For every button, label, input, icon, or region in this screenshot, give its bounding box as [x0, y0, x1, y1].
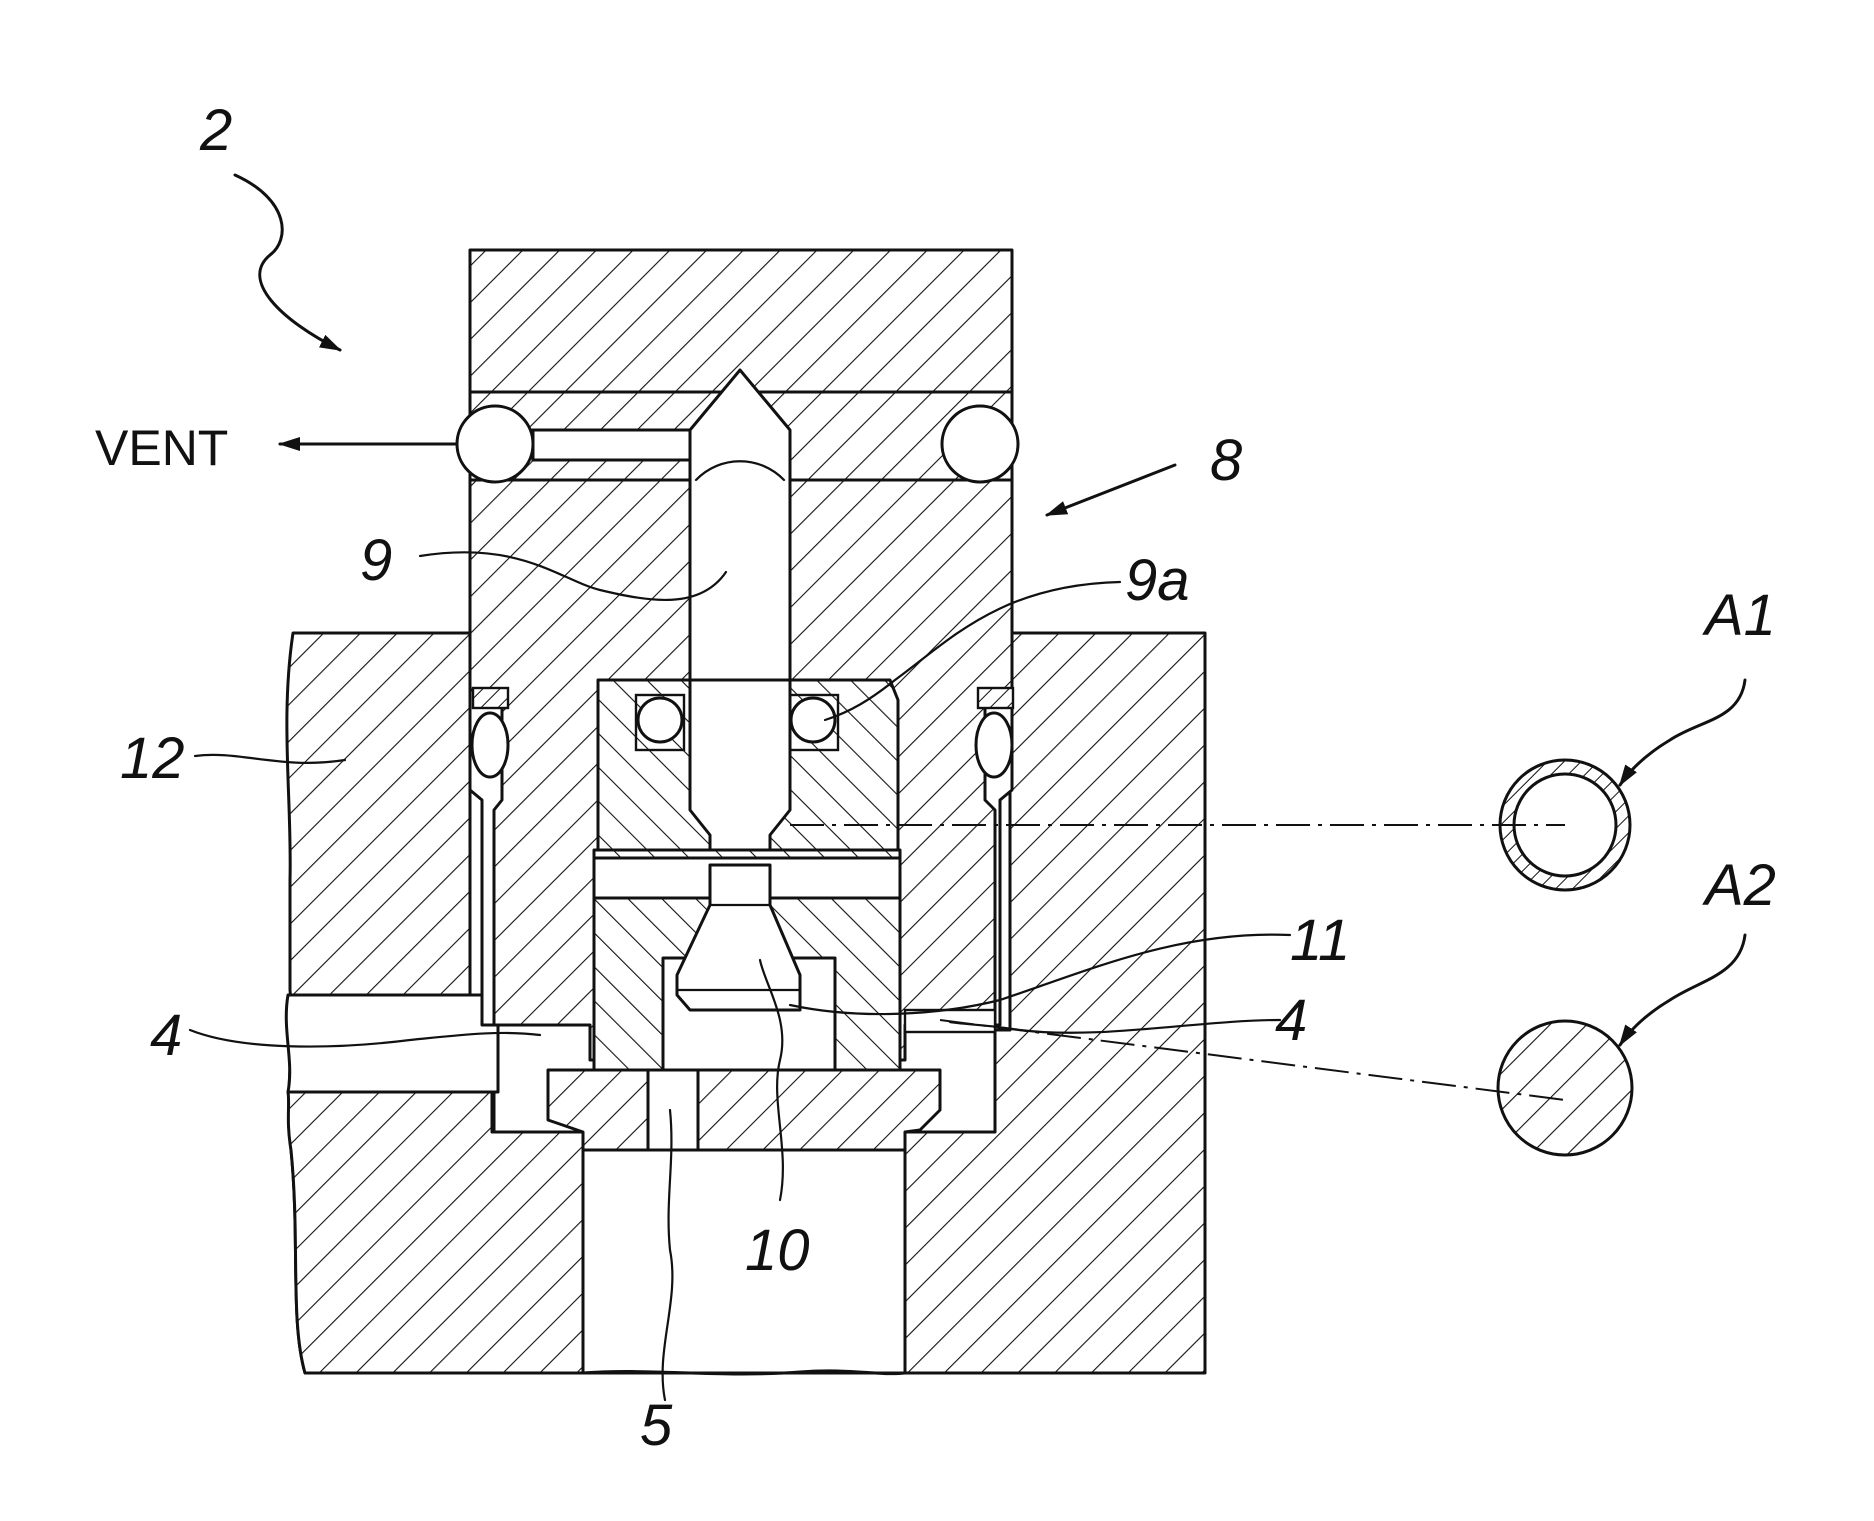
- right-backup-ring: [978, 688, 1013, 708]
- label-passage-right: 4: [1275, 988, 1307, 1053]
- left-backup-ring: [473, 688, 508, 708]
- section-a2-solid: [1498, 1021, 1632, 1155]
- retainer-orifice: [648, 1070, 698, 1150]
- cap-oring-left: [457, 406, 533, 482]
- label-section-a2: A2: [1702, 853, 1776, 918]
- ball-left: [638, 698, 682, 742]
- label-ball: 9a: [1125, 548, 1190, 613]
- right-oring: [976, 713, 1012, 777]
- inlet-bore: [583, 1132, 905, 1373]
- label-vent: VENT: [95, 420, 228, 476]
- label-valve-head: 10: [745, 1218, 810, 1283]
- label-section-a1: A1: [1702, 583, 1776, 648]
- cap-oring-right: [942, 406, 1018, 482]
- label-bore: 9: [360, 528, 392, 593]
- label-inlet: 5: [640, 1393, 673, 1458]
- leader-valve-unit-arrow: [1047, 465, 1175, 515]
- label-valve-unit: 8: [1210, 428, 1242, 493]
- leader-a1-arrow: [1620, 680, 1745, 785]
- label-seat-member: 11: [1290, 908, 1350, 973]
- leader-assembly-arrow: [235, 175, 340, 350]
- vent-passage: [533, 430, 693, 460]
- left-oring: [472, 713, 508, 777]
- label-passage-left: 4: [150, 1003, 182, 1068]
- retainer-plate: [548, 1070, 940, 1150]
- body-left-lower: [288, 1092, 583, 1373]
- label-body: 12: [120, 726, 185, 791]
- leader-a2-arrow: [1620, 935, 1745, 1045]
- label-assembly: 2: [199, 98, 232, 163]
- passage-left-channel: [286, 995, 498, 1092]
